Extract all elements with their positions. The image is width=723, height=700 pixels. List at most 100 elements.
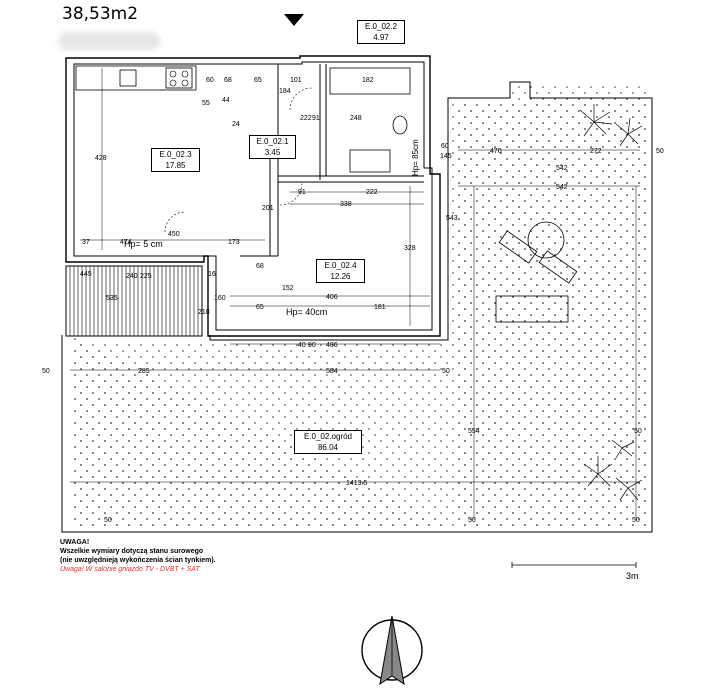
- sunbed-icon: [495, 221, 578, 323]
- dim-label: 65: [254, 77, 262, 84]
- dim-label: 37: [82, 239, 90, 246]
- door-swing-icon: [164, 211, 186, 233]
- building-outline: [65, 55, 441, 337]
- room-id: E.0_02.ogród: [303, 432, 353, 441]
- room-label-living: E.0_02.3 17.85: [151, 148, 200, 172]
- dim-label: 91: [298, 189, 306, 196]
- washbasin-icon: [349, 149, 391, 173]
- room-label-bathroom: E.0_02.2 4.97: [357, 20, 405, 44]
- dim-label: 40: [298, 342, 306, 349]
- room-area: 4.97: [373, 33, 389, 42]
- dim-label: 584: [326, 368, 338, 375]
- dim-label: 218: [198, 309, 210, 316]
- dim-label: 50: [634, 428, 642, 435]
- entrance-arrow-icon: [284, 14, 304, 26]
- dim-label: 222: [366, 189, 378, 196]
- scale-bar: [511, 562, 637, 568]
- garden-bottom-hatch: [70, 340, 460, 530]
- palm-icon: [579, 104, 643, 501]
- room-area: 86.04: [317, 443, 339, 452]
- notes-block: UWAGA! Wszelkie wymiary dotyczą stanu su…: [60, 538, 216, 574]
- dim-label: 338: [340, 201, 352, 208]
- garden-outline: [61, 81, 653, 533]
- dim-label: 50: [42, 368, 50, 375]
- dim-label: 222: [300, 115, 312, 122]
- dim-label: 248: [350, 115, 362, 122]
- dim-label: 90: [308, 342, 316, 349]
- notes-line: (nie uwzględnieją wykończenia ścian tynk…: [60, 557, 216, 564]
- dim-label: 50: [656, 148, 664, 155]
- dim-label: 543: [446, 215, 458, 222]
- redacted-text: [58, 32, 160, 50]
- dim-label: 91: [312, 115, 320, 122]
- dim-label: 50: [104, 517, 112, 524]
- dim-label: 184: [279, 88, 291, 95]
- room-id: E.0_02.1: [256, 137, 289, 146]
- room-label-garden: E.0_02.ogród 86.04: [294, 430, 362, 454]
- dim-label: 173: [228, 239, 240, 246]
- dim-label: 554: [468, 428, 480, 435]
- notes-title: UWAGA!: [60, 539, 90, 546]
- room-area: 3.45: [264, 148, 281, 157]
- room-area: 17.85: [165, 161, 186, 170]
- dim-label: 24: [232, 121, 240, 128]
- dim-label: 145: [440, 153, 452, 160]
- dim-label: 101: [290, 77, 302, 84]
- scale-label: 3m: [626, 571, 639, 581]
- dim-label: 60: [206, 77, 214, 84]
- dim-label: 68: [224, 77, 232, 84]
- dim-label: 160: [214, 295, 226, 302]
- dim-label: 44: [222, 97, 230, 104]
- notes-warning: Uwaga! W salonie gniazdo TV - DVBT + SAT: [60, 566, 200, 573]
- garden-right-hatch: [455, 100, 650, 530]
- dim-label: 542: [556, 184, 568, 191]
- dim-label: 272: [590, 148, 602, 155]
- room-label-bedroom: E.0_02.4 12.26: [316, 259, 365, 283]
- notes-line: Wszelkie wymiary dotyczą stanu surowego: [60, 548, 204, 555]
- dim-label: 50: [632, 517, 640, 524]
- dim-label: 50: [468, 517, 476, 524]
- sink-icon: [119, 69, 137, 87]
- dim-label: 182: [362, 77, 374, 84]
- dim-label: 201: [262, 205, 274, 212]
- room-id: E.0_02.3: [159, 150, 192, 159]
- door-swing-icon: [279, 182, 303, 206]
- dim-label: 428: [95, 155, 107, 162]
- north-arrow-icon: [361, 615, 423, 686]
- room-id: E.0_02.4: [324, 261, 357, 270]
- dim-label: 470: [490, 148, 502, 155]
- door-swing-icon: [289, 87, 313, 111]
- dim-label: 50: [442, 368, 450, 375]
- total-area-label: 38,53m2: [62, 4, 139, 24]
- room-area: 12.26: [330, 272, 351, 281]
- kitchen-counter: [75, 65, 197, 91]
- height-label: Hp= 5 cm: [124, 239, 163, 249]
- room-id: E.0_02.2: [364, 22, 398, 31]
- dim-label: 474: [120, 239, 132, 246]
- dim-label: 152: [282, 285, 294, 292]
- dim-label: 68: [256, 263, 264, 270]
- dim-label: 328: [404, 245, 416, 252]
- stove-icon: [165, 67, 193, 89]
- dim-label: 181: [374, 304, 386, 311]
- dim-label: 55: [202, 100, 210, 107]
- height-label: Hp= 85cm: [411, 139, 420, 176]
- height-label: Hp= 40cm: [286, 307, 327, 317]
- terrace-deck: [65, 265, 203, 337]
- dim-label: 16: [208, 271, 216, 278]
- dim-label: 450: [168, 231, 180, 238]
- dim-label: 285: [138, 368, 150, 375]
- bathtub-icon: [329, 67, 411, 95]
- dim-label: 240: [126, 273, 138, 280]
- dim-label: 542: [556, 165, 568, 172]
- dim-label: 60: [441, 143, 449, 150]
- dim-label: 1413.5: [346, 480, 368, 487]
- dim-label: 535: [106, 295, 118, 302]
- dim-label: 445: [80, 271, 92, 278]
- room-label-hall: E.0_02.1 3.45: [249, 135, 296, 159]
- building-inner: [73, 61, 433, 331]
- dim-label: 65: [256, 304, 264, 311]
- dim-label: 406: [326, 294, 338, 301]
- dim-label: 225: [140, 273, 152, 280]
